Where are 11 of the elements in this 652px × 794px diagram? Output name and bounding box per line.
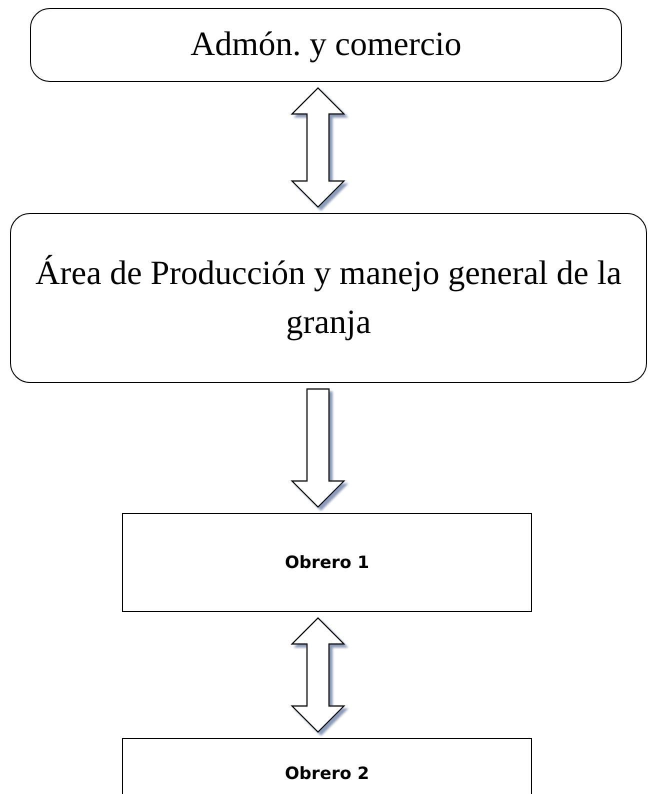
rounded-box [30,8,622,82]
box-label: Admón. y comercio [190,25,462,66]
double-block-arrow [290,617,346,733]
box-label: Obrero 2 [284,764,370,784]
block-arrow [290,388,346,508]
box-label: Área de Producción y manejo general de la granja [34,254,623,343]
rounded-box [10,213,647,383]
double-block-arrow [290,87,346,208]
process-box [122,738,532,794]
process-box [122,513,532,612]
box-label: Obrero 1 [284,552,370,572]
